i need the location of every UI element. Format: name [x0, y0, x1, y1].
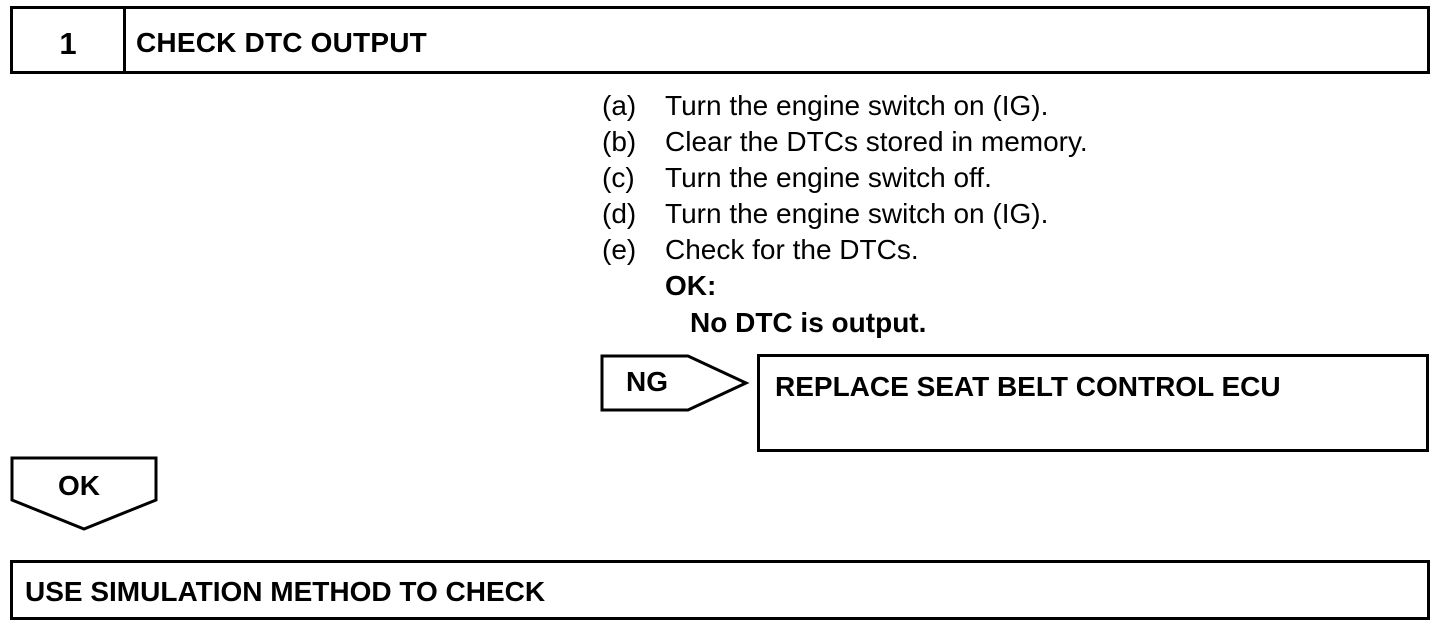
instruction-text: Turn the engine switch off.	[665, 162, 992, 193]
instruction-key: (c)	[602, 162, 635, 193]
instruction-key: (e)	[602, 234, 637, 265]
instruction-text: Clear the DTCs stored in memory.	[665, 126, 1088, 157]
ng-arrow-shape	[600, 354, 750, 412]
next-step-box: USE SIMULATION METHOD TO CHECK	[10, 560, 1430, 620]
instruction-item: (a) Turn the engine switch on (IG).	[602, 90, 1048, 122]
step-title: CHECK DTC OUTPUT	[136, 27, 427, 58]
instruction-key: (a)	[602, 90, 637, 121]
instruction-item: (e) Check for the DTCs.	[602, 234, 919, 266]
next-step-text: USE SIMULATION METHOD TO CHECK	[25, 576, 546, 607]
instruction-item: (d) Turn the engine switch on (IG).	[602, 198, 1048, 230]
instruction-key: (b)	[602, 126, 637, 157]
ng-label: NG	[626, 366, 668, 397]
step-header: 1 CHECK DTC OUTPUT	[10, 6, 1430, 74]
instruction-text: Check for the DTCs.	[665, 234, 919, 265]
instruction-item: (c) Turn the engine switch off.	[602, 162, 992, 194]
step-number: 1	[59, 26, 77, 61]
ng-action-box: REPLACE SEAT BELT CONTROL ECU	[757, 354, 1429, 452]
criteria-label: OK:	[665, 270, 717, 301]
instruction-key: (d)	[602, 198, 637, 229]
criteria-value: No DTC is output.	[690, 307, 927, 338]
ok-label: OK	[58, 470, 100, 501]
step-number-cell: 1	[13, 9, 126, 71]
instruction-text: Turn the engine switch on (IG).	[665, 198, 1049, 229]
instruction-item: (b) Clear the DTCs stored in memory.	[602, 126, 1088, 158]
ok-arrow-shape	[10, 456, 158, 531]
instruction-text: Turn the engine switch on (IG).	[665, 90, 1049, 121]
ng-action-text: REPLACE SEAT BELT CONTROL ECU	[775, 371, 1281, 402]
